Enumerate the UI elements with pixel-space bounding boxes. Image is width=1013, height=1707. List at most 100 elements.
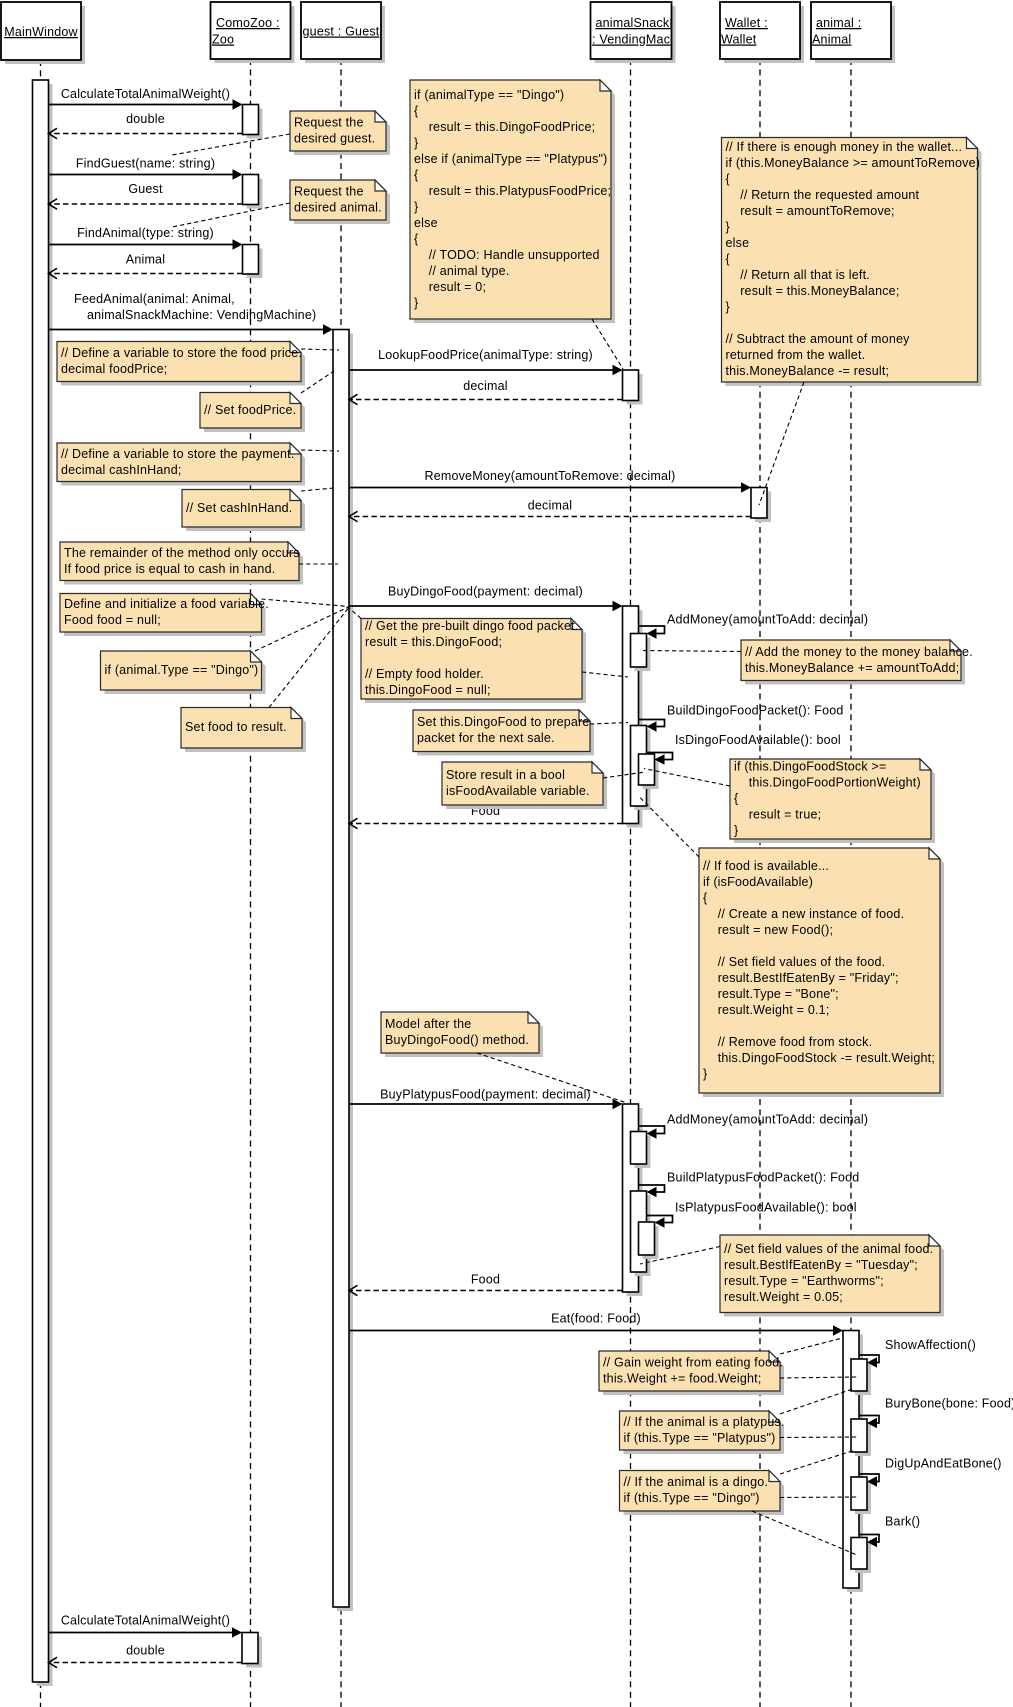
svg-text:// Set field values of the foo: // Set field values of the food. — [703, 955, 885, 969]
svg-text:double: double — [126, 112, 165, 126]
svg-text:result.Type = "Bone";: result.Type = "Bone"; — [703, 987, 839, 1001]
svg-text:AddMoney(amountToAdd: decimal): AddMoney(amountToAdd: decimal) — [667, 613, 868, 627]
svg-text:// Remove food from stock.: // Remove food from stock. — [703, 1035, 872, 1049]
svg-text:Zoo: Zoo — [212, 33, 234, 47]
svg-text:RemoveMoney(amountToRemove: de: RemoveMoney(amountToRemove: decimal) — [424, 469, 675, 483]
svg-text:BuildPlatypusFoodPacket(): Foo: BuildPlatypusFoodPacket(): Food — [667, 1171, 859, 1185]
svg-text:{: { — [414, 232, 418, 246]
svg-text:decimal cashInHand;: decimal cashInHand; — [61, 463, 182, 477]
svg-text:IsPlatypusFoodAvailable(): boo: IsPlatypusFoodAvailable(): bool — [675, 1201, 857, 1215]
svg-text:// Return all that is left.: // Return all that is left. — [726, 268, 870, 282]
svg-text:// Gain weight from eating foo: // Gain weight from eating food. — [603, 1356, 783, 1370]
svg-text:Set this.DingoFood to prepare: Set this.DingoFood to prepare — [417, 715, 590, 729]
svg-text:The remainder of the method on: The remainder of the method only occurs — [64, 546, 300, 560]
svg-text:decimal: decimal — [528, 499, 572, 513]
svg-text:result = true;: result = true; — [734, 808, 821, 822]
svg-text:{: { — [726, 172, 730, 186]
svg-text:BuildDingoFoodPacket(): Food: BuildDingoFoodPacket(): Food — [667, 704, 844, 718]
svg-text:FeedAnimal(animal: Animal,: FeedAnimal(animal: Animal, — [74, 292, 235, 306]
svg-text:if (this.DingoFoodStock >=: if (this.DingoFoodStock >= — [734, 760, 887, 774]
svg-text:FindAnimal(type: string): FindAnimal(type: string) — [77, 226, 214, 240]
svg-text:Model after the: Model after the — [385, 1017, 471, 1031]
svg-text:{: { — [726, 252, 730, 266]
svg-text:{: { — [734, 792, 738, 806]
svg-text:result = this.PlatypusFoodPric: result = this.PlatypusFoodPrice; — [414, 184, 611, 198]
svg-text:BuryBone(bone: Food): BuryBone(bone: Food) — [885, 1397, 1013, 1411]
svg-text:}: } — [726, 300, 730, 314]
svg-text:FindGuest(name: string): FindGuest(name: string) — [76, 157, 215, 171]
svg-text:: VendingMachine: : VendingMachine — [592, 33, 695, 47]
svg-text:// If there is enough money in: // If there is enough money in the walle… — [726, 140, 963, 154]
svg-text:Eat(food: Food): Eat(food: Food) — [551, 1312, 641, 1326]
svg-text:this.Weight += food.Weight;: this.Weight += food.Weight; — [603, 1372, 762, 1386]
svg-text:BuyDingoFood(payment: decimal): BuyDingoFood(payment: decimal) — [388, 585, 583, 599]
svg-text:result = amountToRemove;: result = amountToRemove; — [726, 204, 895, 218]
svg-text:this.MoneyBalance -= result;: this.MoneyBalance -= result; — [726, 364, 890, 378]
svg-text:result.BestIfEatenBy = "Friday: result.BestIfEatenBy = "Friday"; — [703, 971, 899, 985]
svg-text:// If the animal is a dingo.: // If the animal is a dingo. — [624, 1475, 769, 1489]
svg-text:// Define a variable to store: // Define a variable to store the paymen… — [61, 447, 295, 461]
svg-text:result.Weight = 0.1;: result.Weight = 0.1; — [703, 1003, 830, 1017]
svg-text:Food food = null;: Food food = null; — [64, 613, 161, 627]
svg-text:this.MoneyBalance += amountToA: this.MoneyBalance += amountToAdd; — [745, 661, 959, 675]
svg-text:// If food is available...: // If food is available... — [703, 859, 829, 873]
svg-text:}: } — [734, 824, 738, 838]
svg-text:result = new Food();: result = new Food(); — [703, 923, 833, 937]
svg-text:packet for the next sale.: packet for the next sale. — [417, 731, 555, 745]
svg-text:isFoodAvailable variable.: isFoodAvailable variable. — [446, 784, 590, 798]
svg-text:if (isFoodAvailable): if (isFoodAvailable) — [703, 875, 813, 889]
svg-text:}: } — [703, 1067, 707, 1081]
svg-text:BuyPlatypusFood(payment: decim: BuyPlatypusFood(payment: decimal) — [380, 1088, 591, 1102]
svg-text:if (this.Type == "Dingo"): if (this.Type == "Dingo") — [624, 1491, 760, 1505]
svg-text:Request the: Request the — [294, 116, 364, 130]
svg-text:LookupFoodPrice(animalType: st: LookupFoodPrice(animalType: string) — [378, 348, 593, 362]
svg-text:Store result in a bool: Store result in a bool — [446, 768, 565, 782]
svg-text:Request the: Request the — [294, 185, 364, 199]
svg-text:animalSnackMachine: animalSnackMachine — [596, 16, 718, 30]
svg-text:ComoZoo :: ComoZoo : — [216, 16, 280, 30]
svg-text:If food price is equal to cash: If food price is equal to cash in hand. — [64, 562, 275, 576]
svg-text:}: } — [726, 220, 730, 234]
svg-text:if (this.Type == "Platypus"): if (this.Type == "Platypus") — [624, 1431, 776, 1445]
svg-text:else: else — [414, 216, 438, 230]
svg-text:Animal: Animal — [126, 253, 165, 267]
svg-text:// Set field values of the ani: // Set field values of the animal food. — [724, 1242, 933, 1256]
svg-text:this.DingoFoodStock -= result.: this.DingoFoodStock -= result.Weight; — [703, 1051, 935, 1065]
svg-text:result.Weight = 0.05;: result.Weight = 0.05; — [724, 1290, 843, 1304]
svg-text:CalculateTotalAnimalWeight(): CalculateTotalAnimalWeight() — [61, 1614, 230, 1628]
svg-text:IsDingoFoodAvailable(): bool: IsDingoFoodAvailable(): bool — [675, 733, 841, 747]
svg-text:else: else — [726, 236, 750, 250]
svg-text:}: } — [414, 296, 418, 310]
svg-text:if (animal.Type == "Dingo"): if (animal.Type == "Dingo") — [105, 663, 259, 677]
svg-text:decimal: decimal — [463, 379, 507, 393]
svg-text:result = this.DingoFood;: result = this.DingoFood; — [365, 635, 502, 649]
svg-text:this.DingoFoodPortionWeight): this.DingoFoodPortionWeight) — [734, 776, 921, 790]
svg-text:ShowAffection(): ShowAffection() — [885, 1338, 976, 1352]
svg-text:// Set cashInHand.: // Set cashInHand. — [186, 501, 292, 515]
svg-text:Define and initialize a food v: Define and initialize a food variable. — [64, 597, 269, 611]
svg-text:{: { — [414, 104, 418, 118]
svg-text:else if (animalType == "Platyp: else if (animalType == "Platypus") — [414, 152, 608, 166]
svg-text:result = 0;: result = 0; — [414, 280, 486, 294]
svg-text:double: double — [126, 1644, 165, 1658]
svg-text:if (this.MoneyBalance >= amoun: if (this.MoneyBalance >= amountToRemove) — [726, 156, 981, 170]
svg-text:result = this.MoneyBalance;: result = this.MoneyBalance; — [726, 284, 900, 298]
svg-text:desired animal.: desired animal. — [294, 201, 382, 215]
svg-text:DigUpAndEatBone(): DigUpAndEatBone() — [885, 1457, 1002, 1471]
svg-text:Food: Food — [471, 1273, 500, 1287]
svg-text:BuyDingoFood() method.: BuyDingoFood() method. — [385, 1033, 529, 1047]
svg-text:result.BestIfEatenBy = "Tuesda: result.BestIfEatenBy = "Tuesday"; — [724, 1258, 918, 1272]
svg-text:// animal type.: // animal type. — [414, 264, 510, 278]
svg-text:AddMoney(amountToAdd: decimal): AddMoney(amountToAdd: decimal) — [667, 1113, 868, 1127]
svg-text:returned from the wallet.: returned from the wallet. — [726, 348, 866, 362]
svg-text:animalSnackMachine: VendingMac: animalSnackMachine: VendingMachine) — [87, 308, 316, 322]
svg-text:// Define a variable to store: // Define a variable to store the food p… — [61, 346, 302, 360]
svg-text:Wallet :: Wallet : — [725, 16, 768, 30]
svg-text:Bark(): Bark() — [885, 1515, 920, 1529]
svg-text:desired guest.: desired guest. — [294, 132, 375, 146]
svg-text:// Return the requested amount: // Return the requested amount — [726, 188, 920, 202]
svg-text:Animal: Animal — [812, 33, 851, 47]
svg-text:Wallet: Wallet — [721, 33, 757, 47]
svg-text:// Empty food holder.: // Empty food holder. — [365, 667, 484, 681]
svg-text:this.DingoFood = null;: this.DingoFood = null; — [365, 683, 491, 697]
